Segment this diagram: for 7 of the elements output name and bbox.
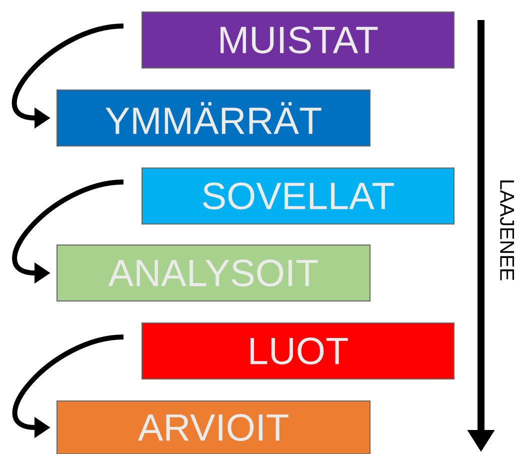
level-box: LUOT [142,322,454,380]
level-box: YMMÄRRÄT [56,90,370,146]
level-box: ANALYSOIT [56,244,370,302]
level-box: MUISTAT [142,12,454,68]
level-box: SOVELLAT [142,168,454,224]
axis-label: LAAJENEE [500,180,514,280]
level-box: ARVIOIT [56,400,370,454]
